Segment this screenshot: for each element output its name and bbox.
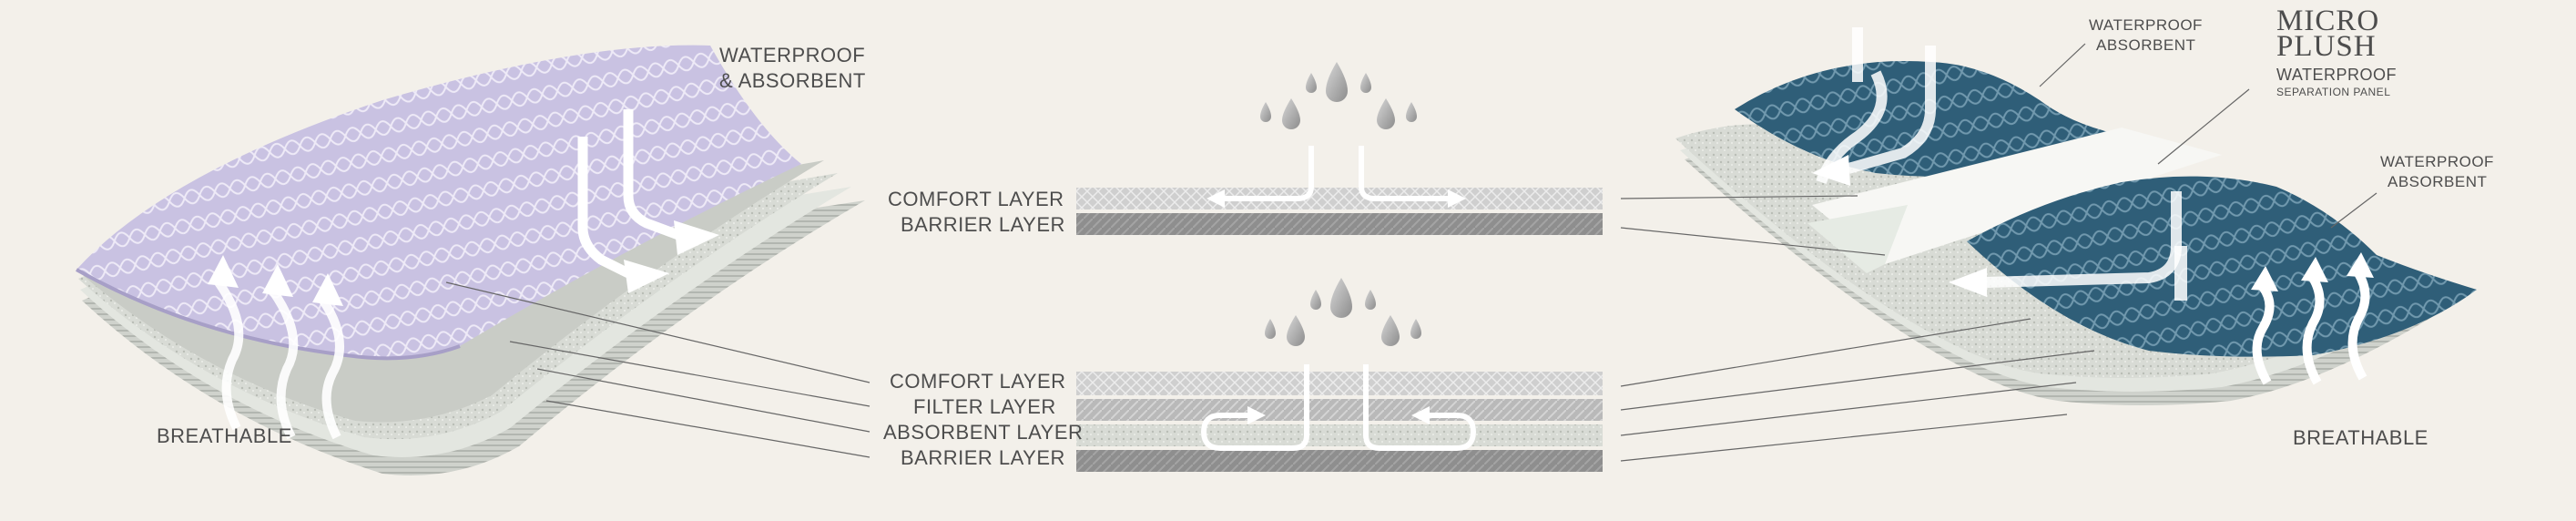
right-label-separation-panel: SEPARATION PANEL xyxy=(2276,86,2391,98)
top-flow-arrows xyxy=(1207,146,1466,208)
brand-micro: MICRO xyxy=(2276,5,2380,37)
right-label-top-absorbent: ABSORBENT xyxy=(2096,36,2196,54)
separation-panel xyxy=(1812,128,2222,264)
right-breathable-arrows xyxy=(2251,252,2374,385)
bottom-absorbent-layer-strip xyxy=(1076,424,1603,446)
bottom-label-comfort-layer: COMFORT LAYER xyxy=(890,370,1066,393)
left-label-waterproof: WATERPROOF xyxy=(719,44,866,66)
right-label-side-absorbent: ABSORBENT xyxy=(2388,173,2488,190)
left-label-absorbent: & ABSORBENT xyxy=(719,69,866,92)
top-water-drops xyxy=(1260,62,1417,129)
bottom-label-absorbent-layer: ABSORBENT LAYER xyxy=(883,421,1084,444)
left-mattress-pad xyxy=(76,45,865,475)
bottom-barrier-layer-strip xyxy=(1076,450,1603,472)
bottom-flow-arrows xyxy=(1200,364,1477,451)
left-label-breathable: BREATHABLE xyxy=(157,424,292,447)
right-leader-lines xyxy=(1620,43,2377,462)
bottom-filter-layer-strip xyxy=(1076,399,1603,421)
top-label-barrier-layer: BARRIER LAYER xyxy=(901,213,1065,236)
bottom-label-filter-layer: FILTER LAYER xyxy=(913,395,1056,418)
left-top-quilted-layer xyxy=(76,45,801,359)
right-label-side-waterproof: WATERPROOF xyxy=(2380,153,2494,170)
right-label-breathable: BREATHABLE xyxy=(2293,426,2428,449)
top-label-comfort-layer: COMFORT LAYER xyxy=(888,188,1064,210)
brand-plush: PLUSH xyxy=(2276,30,2377,63)
left-breathable-arrows xyxy=(208,255,344,440)
bottom-water-drops xyxy=(1265,278,1421,346)
bottom-label-barrier-layer: BARRIER LAYER xyxy=(901,446,1065,469)
top-comfort-layer-strip xyxy=(1076,188,1603,209)
right-label-top-waterproof: WATERPROOF xyxy=(2089,16,2203,34)
bottom-comfort-layer-strip xyxy=(1076,372,1603,395)
top-barrier-layer-strip xyxy=(1076,213,1603,235)
right-label-panel-waterproof: WATERPROOF xyxy=(2276,66,2397,84)
left-absorb-arrows xyxy=(577,109,719,293)
right-top-quilted-panel-front xyxy=(1967,176,2477,357)
right-flow-arrows xyxy=(1812,27,2187,301)
left-leader-lines xyxy=(445,281,871,458)
